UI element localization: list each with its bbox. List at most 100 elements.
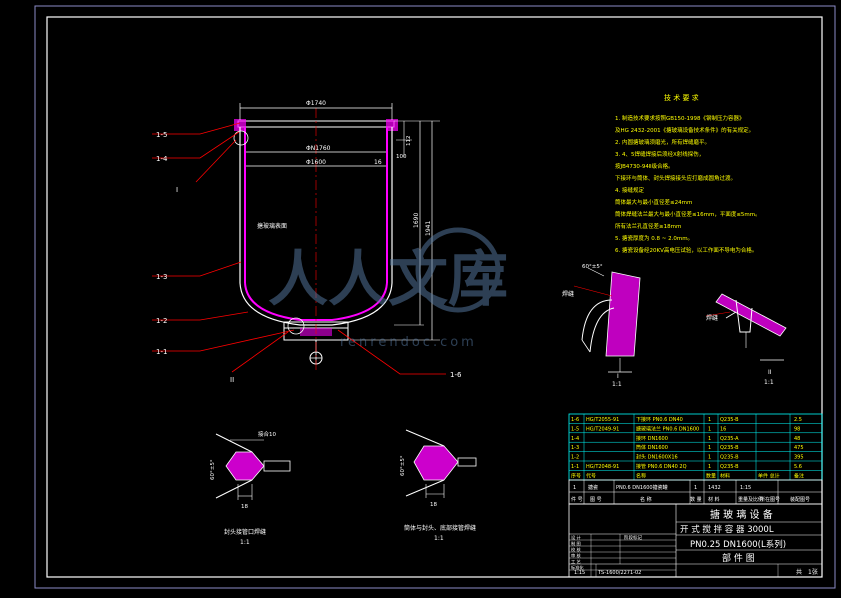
bom-cell: 1 bbox=[708, 455, 711, 461]
detail-i-scale: 1:1 bbox=[612, 381, 622, 388]
title-left-label: 设 计 bbox=[571, 534, 581, 541]
tech-req-line: 筒体焊缝法兰最大与最小直径差≤16mm，平面度≤5mm。 bbox=[615, 210, 761, 218]
detail-i-view bbox=[573, 267, 641, 373]
detail-ii-scale: 1:1 bbox=[764, 379, 774, 386]
detail-ref-ii: II bbox=[230, 376, 234, 384]
summary-cell: 1:15 bbox=[740, 485, 751, 491]
dim-wall-thickness: 16 bbox=[374, 159, 382, 166]
detail-ref-i: I bbox=[176, 186, 178, 194]
leader-lines bbox=[152, 122, 446, 375]
summary-cell: 1 bbox=[573, 485, 576, 491]
bom-cell: 1 bbox=[708, 417, 711, 423]
detail-4-angle: 60°±5° bbox=[400, 455, 406, 476]
summary-header-cell: 重量及比例 bbox=[738, 496, 763, 503]
bom-cell: 下接环 PN0.6 DN40 bbox=[636, 416, 683, 423]
title-sheet-label: 共 bbox=[796, 568, 802, 576]
bom-header-cell: 材料 bbox=[720, 472, 730, 479]
summary-header-cell: 装配图号 bbox=[790, 496, 810, 503]
bom-cell: 1 bbox=[708, 426, 711, 432]
bom-table bbox=[568, 413, 823, 481]
tech-req-line: 下接环与筒体、封头焊接接头应打磨成圆角过渡。 bbox=[615, 174, 736, 182]
callout-1-6: 1-6 bbox=[450, 371, 462, 379]
bom-cell: 16 bbox=[720, 426, 726, 432]
detail-i-weld-label: 焊缝 bbox=[562, 290, 574, 298]
bom-header-cell: 备注 bbox=[794, 472, 804, 479]
bom-cell: 接环 DN1600 bbox=[636, 435, 668, 442]
bom-header-cell: 代号 bbox=[586, 472, 596, 479]
summary-cell: PN0.6 DN1600搪瓷罐 bbox=[616, 484, 668, 491]
title-part-drawing: 部 件 图 bbox=[722, 552, 755, 564]
dim-small-a: 100 bbox=[396, 154, 407, 160]
bom-cell: Q235-B bbox=[720, 464, 739, 470]
detail-3-dim: 18 bbox=[241, 504, 248, 510]
title-company: 搪 玻 璃 设 备 bbox=[710, 508, 773, 521]
title-drawing-no: TS-1600/2271-02 bbox=[597, 570, 641, 576]
callout-1-5: 1-5 bbox=[156, 131, 167, 139]
callout-1-2: 1-2 bbox=[156, 317, 167, 325]
tech-req-line: 1. 制造技术要求按照GB150-1998《钢制压力容器》 bbox=[615, 114, 745, 122]
title-scale: 1:15 bbox=[574, 570, 585, 576]
summary-header-cell: 件 号 bbox=[571, 496, 583, 503]
dim-mid-diameter: ΦN1760 bbox=[306, 145, 331, 152]
tech-req-line: 2. 内圆搪玻璃须磨光，所有焊缝磨平。 bbox=[615, 138, 710, 146]
watermark-cn: 人人文库 bbox=[268, 245, 508, 315]
summary-cell: 搪瓷 bbox=[588, 484, 598, 491]
title-block bbox=[568, 503, 823, 578]
bom-cell: 1-5 bbox=[571, 426, 579, 432]
bom-cells: 1-6 HG/T2055-91 下接环 PN0.6 DN40 1 Q235-B … bbox=[571, 416, 804, 479]
dim-small-b: 112 bbox=[406, 136, 412, 147]
summary-header-cell: 图 号 bbox=[590, 497, 602, 503]
callout-1-4: 1-4 bbox=[156, 155, 168, 163]
detail-ii-weld-label: 焊缝 bbox=[706, 314, 718, 322]
detail-i-angle: 60°±5° bbox=[582, 264, 603, 270]
watermark: 人人文库 renrendoc.com bbox=[268, 227, 508, 350]
tech-req-line: 所有法兰孔直径差≥18mm bbox=[615, 222, 681, 230]
tech-req-line: 5. 搪瓷厚度为 0.8 ~ 2.0mm。 bbox=[615, 234, 693, 242]
vessel-section-view bbox=[233, 103, 440, 372]
tech-req-line: 3. 4、5焊缝焊接后须经X射线探伤， bbox=[615, 150, 704, 158]
bom-cell: HG/T2055-91 bbox=[586, 417, 619, 423]
title-stage-label: 阶段标记 bbox=[624, 534, 642, 541]
bom-cell: 48 bbox=[794, 436, 800, 442]
assembly-summary-cells: 1 搪瓷 PN0.6 DN1600搪瓷罐 1 1432 1:15 件 号 图 号… bbox=[571, 484, 810, 503]
bom-header-cell: 序号 bbox=[571, 472, 581, 479]
tech-req-line: 及HG 2432-2001《搪玻璃设备技术条件》的有关规定。 bbox=[615, 126, 754, 134]
tech-req-list: 1. 制造技术要求按照GB150-1998《钢制压力容器》 及HG 2432-2… bbox=[615, 114, 761, 254]
tech-req-line: 按JB4730-94Ⅱ级合格。 bbox=[615, 162, 674, 170]
bom-cell: 1-6 bbox=[571, 417, 579, 423]
bom-cell: 1 bbox=[708, 464, 711, 470]
bom-cell: 1-2 bbox=[571, 455, 579, 461]
title-left-label: 审 核 bbox=[571, 552, 582, 559]
detail-ii-label: II bbox=[768, 369, 772, 376]
bom-cell: 筒体 DN1600 bbox=[636, 444, 668, 451]
title-product: 开 式 搅 拌 容 器 3000L bbox=[680, 524, 774, 535]
bom-cell: 1-4 bbox=[571, 436, 579, 442]
bom-cell: 395 bbox=[794, 455, 804, 461]
summary-cell: 1 bbox=[694, 485, 697, 491]
detail-4-dim: 18 bbox=[430, 502, 437, 508]
detail-4-title: 筒体与封头、底部接管焊缝 bbox=[404, 524, 476, 532]
dim-top-diameter: Φ1740 bbox=[306, 100, 326, 107]
detail-3-scale: 1:1 bbox=[240, 539, 250, 546]
title-left-label: 工 艺 bbox=[571, 559, 581, 564]
detail-ii-view bbox=[705, 293, 787, 361]
summary-header-cell: 名 称 bbox=[640, 496, 652, 503]
title-spec: PN0.25 DN1600(L系列) bbox=[690, 539, 786, 550]
bom-cell: 1-3 bbox=[571, 445, 579, 451]
detail-4-view bbox=[405, 429, 477, 498]
inner-border bbox=[46, 16, 823, 578]
detail-3-note: 接合10 bbox=[258, 430, 276, 438]
bom-cell: 475 bbox=[794, 445, 804, 451]
bom-header-cell: 数量 bbox=[706, 472, 716, 479]
title-sheet-no: 1张 bbox=[808, 568, 818, 576]
dim-inner-diameter: Φ1600 bbox=[306, 159, 326, 166]
bom-header-cell: 名称 bbox=[636, 472, 646, 479]
bom-cell: Q235-B bbox=[720, 417, 739, 423]
dim-height-a: 1690 bbox=[413, 213, 420, 228]
tech-req-line: 6. 搪瓷设备经20KV高电压试验，以工作面不导电为合格。 bbox=[615, 246, 757, 254]
detail-3-view bbox=[215, 433, 291, 500]
tech-req-line: 筒体最大与最小直径差≤24mm bbox=[615, 198, 692, 206]
summary-cell: 1432 bbox=[708, 485, 721, 491]
